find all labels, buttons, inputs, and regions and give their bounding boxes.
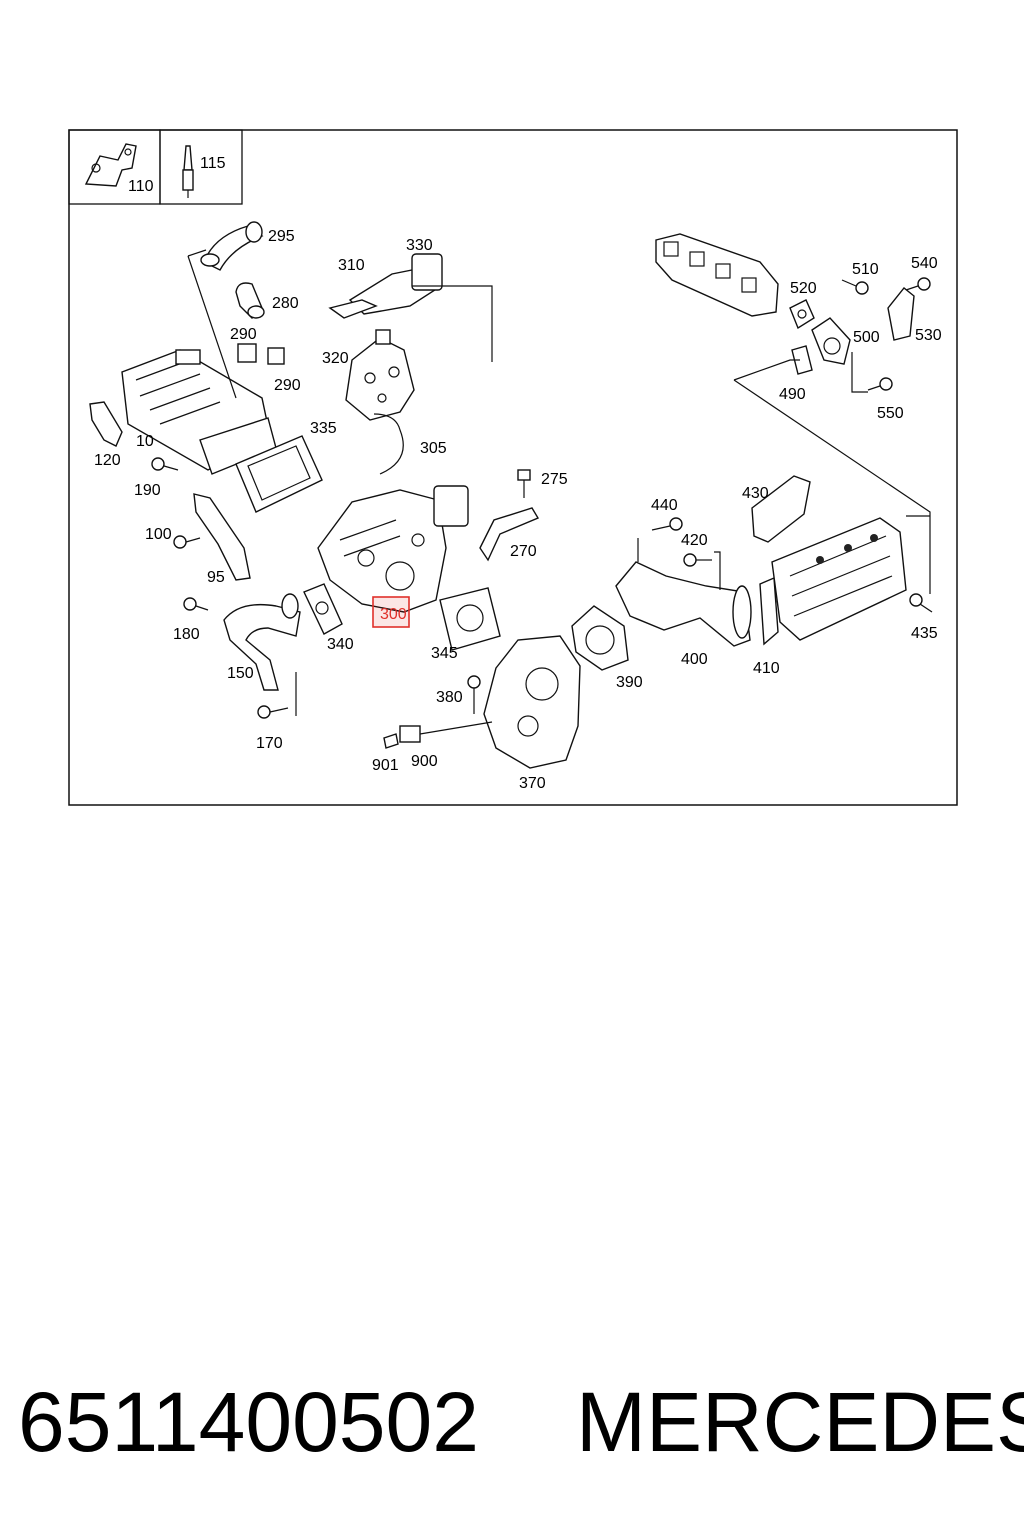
caption-bar: 6511400502 MERCEDES [18, 1372, 1024, 1472]
part-410-gasket-icon [759, 576, 779, 646]
part-520-gasket-icon [789, 299, 815, 330]
label-540: 540 [911, 255, 938, 272]
label-115: 115 [200, 155, 226, 172]
part-530-bracket-icon [887, 287, 915, 341]
part-190-bolt-icon [151, 457, 179, 471]
label-110: 110 [128, 178, 154, 195]
part-380-bolt-icon [467, 675, 481, 714]
part-10-egr-cooler-icon [121, 349, 277, 475]
label-420: 420 [681, 532, 708, 549]
part-exhaust-manifold-icon [771, 517, 907, 641]
label-390: 390 [616, 674, 643, 691]
part-305-seal-icon [373, 413, 404, 475]
label-300: 300 [380, 606, 407, 623]
label-435: 435 [911, 625, 938, 642]
label-340: 340 [327, 636, 354, 653]
label-270: 270 [510, 543, 537, 560]
label-510: 510 [852, 261, 879, 278]
label-180: 180 [173, 626, 200, 643]
part-340-gasket-icon [303, 583, 343, 635]
label-490: 490 [779, 386, 806, 403]
label-290-b: 290 [274, 377, 301, 394]
label-190: 190 [134, 482, 161, 499]
part-310-bracket-icon [328, 299, 378, 319]
part-440-bolt-icon [651, 517, 683, 531]
label-335: 335 [310, 420, 337, 437]
part-490-gasket-icon [791, 345, 813, 375]
part-100-bolt-icon [173, 535, 201, 549]
part-290-clamp-icon [237, 343, 285, 365]
label-290-a: 290 [230, 326, 257, 343]
label-380: 380 [436, 689, 463, 706]
part-540-bolt-icon [905, 277, 931, 291]
label-330: 330 [406, 237, 433, 254]
label-275: 275 [541, 471, 568, 488]
label-295: 295 [268, 228, 295, 245]
part-280-elbow-icon [235, 282, 265, 319]
label-530: 530 [915, 327, 942, 344]
label-345: 345 [431, 645, 458, 662]
highlight-box-300 [372, 596, 410, 628]
label-100: 100 [145, 526, 172, 543]
part-400-exhaust-pipe-icon [615, 561, 752, 647]
part-500-flange-icon [811, 317, 851, 365]
part-170-bolt-icon [257, 705, 289, 719]
part-320-valve-icon [345, 329, 415, 421]
part-330-actuator-icon [348, 253, 443, 315]
label-320: 320 [322, 350, 349, 367]
label-305: 305 [420, 440, 447, 457]
label-430: 430 [742, 485, 769, 502]
part-95-bracket-icon [193, 493, 251, 581]
diagram-border [68, 129, 958, 806]
part-number-text: 6511400502 [18, 1375, 479, 1469]
part-390-gasket-icon [571, 605, 629, 671]
brand-name-text: MERCEDES [576, 1375, 1024, 1469]
label-120: 120 [94, 452, 121, 469]
part-900-sensor-icon [399, 721, 493, 743]
part-270-bracket-icon [479, 507, 540, 562]
part-300-egr-valve-icon [317, 485, 469, 613]
part-370-turbo-housing-icon [483, 635, 581, 769]
part-550-bolt-icon [867, 377, 893, 391]
label-10: 10 [136, 433, 154, 450]
label-500: 500 [853, 329, 880, 346]
label-170: 170 [256, 735, 283, 752]
part-901-clip-icon [383, 733, 399, 749]
part-120-bracket-icon [89, 401, 123, 447]
part-150-pipe-icon [223, 593, 301, 691]
part-110-bracket-icon [84, 143, 137, 187]
label-370: 370 [519, 775, 546, 792]
leader-lines [187, 249, 931, 716]
part-180-bolt-icon [183, 597, 209, 611]
part-275-bolt-icon [517, 469, 531, 498]
inset-box-115 [159, 129, 243, 205]
label-900: 900 [411, 753, 438, 770]
part-upper-manifold-icon [655, 233, 779, 317]
label-95: 95 [207, 569, 225, 586]
label-901: 901 [372, 757, 399, 774]
label-280: 280 [272, 295, 299, 312]
label-150: 150 [227, 665, 254, 682]
label-310: 310 [338, 257, 365, 274]
label-400: 400 [681, 651, 708, 668]
label-440: 440 [651, 497, 678, 514]
part-510-bolt-icon [841, 279, 869, 295]
part-115-pin-icon [182, 145, 194, 198]
part-295-hose-icon [200, 221, 264, 271]
label-520: 520 [790, 280, 817, 297]
part-345-gasket-icon [439, 587, 501, 651]
part-430-heatshield-icon [751, 475, 811, 543]
part-435-bolt-icon [909, 593, 933, 613]
label-410: 410 [753, 660, 780, 677]
part-420-bolt-icon [683, 553, 712, 567]
part-335-gasket-icon [235, 435, 323, 513]
label-550: 550 [877, 405, 904, 422]
